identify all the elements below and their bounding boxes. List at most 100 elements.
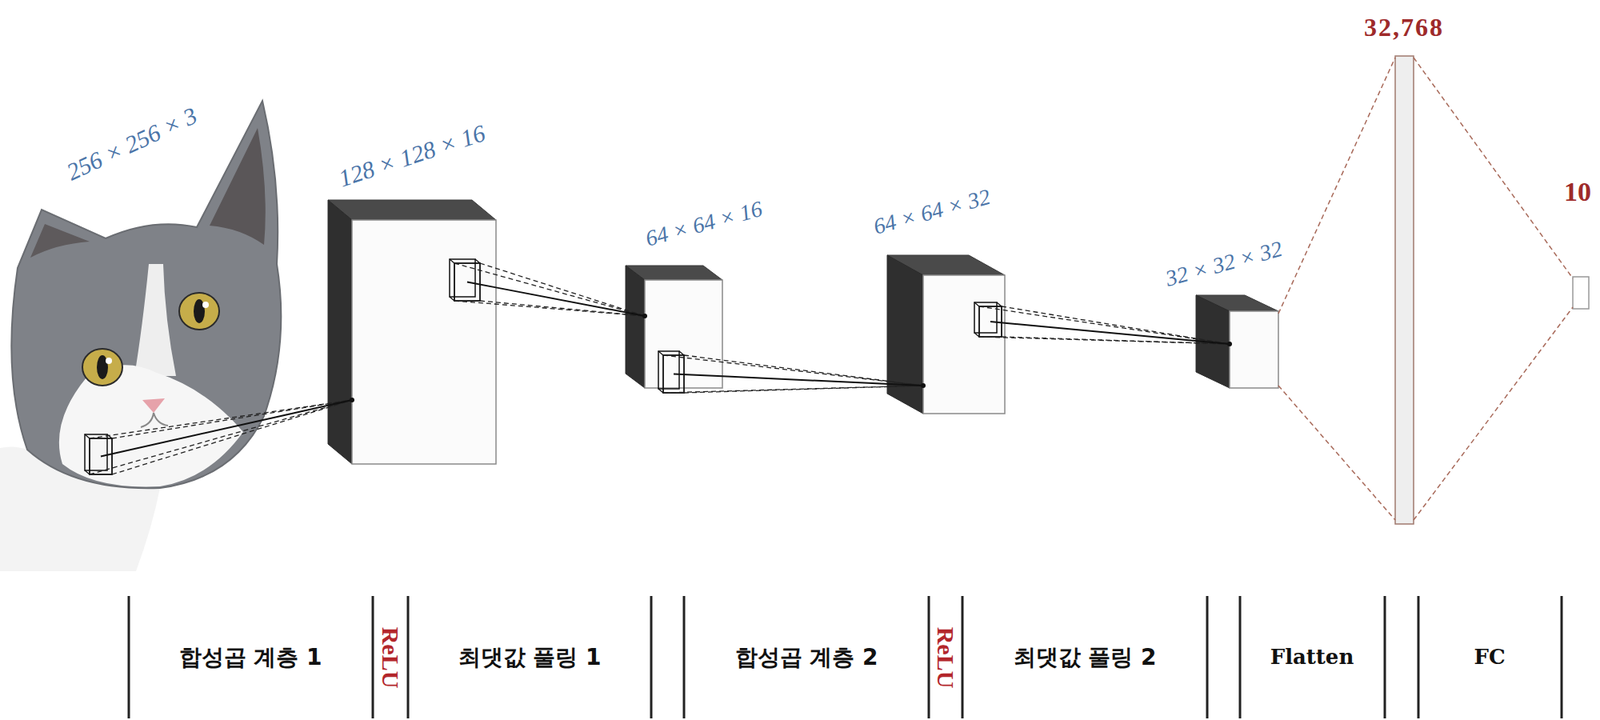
projection-connector — [1413, 57, 1573, 279]
projection-ray — [112, 400, 352, 475]
projection-point — [349, 397, 355, 403]
projection-ray — [89, 400, 352, 475]
projection-ray — [663, 385, 924, 393]
activation-label: ReLU — [932, 627, 960, 689]
activation-label: ReLU — [376, 627, 405, 689]
divider — [1239, 596, 1242, 719]
projection-ray — [684, 355, 924, 386]
cat-ear-inner — [209, 128, 266, 245]
dimension-label: 32 × 32 × 32 — [1162, 236, 1285, 292]
projection-group — [449, 259, 648, 319]
dimension-label: 64 × 64 × 16 — [642, 196, 765, 252]
cube-side-face — [328, 200, 352, 464]
projection-group — [84, 397, 355, 475]
projection-ray — [454, 263, 645, 316]
cube-front-face — [923, 275, 1005, 414]
fan-line — [1413, 307, 1573, 520]
kernel-window-edge — [449, 259, 480, 301]
projection-ray — [89, 400, 352, 439]
projection-group — [1413, 57, 1573, 520]
feature-map-block: 32 × 32 × 32 — [1229, 311, 1279, 388]
cat-blaze — [134, 264, 176, 376]
cat-nose — [142, 398, 165, 413]
divider — [928, 596, 931, 719]
divider — [407, 596, 410, 719]
projection-connector — [496, 287, 645, 316]
divider — [1206, 596, 1209, 719]
projection-center — [990, 321, 1005, 324]
cat-ear-inner — [30, 224, 90, 258]
projection-point — [642, 313, 648, 319]
feature-map-block: 128 × 128 × 16 — [352, 220, 496, 464]
projection-ray — [1001, 306, 1230, 344]
box-shape — [1572, 276, 1589, 309]
dimension-label: 128 × 128 × 16 — [335, 119, 489, 193]
projection-group — [1278, 57, 1396, 520]
cat-eye — [179, 292, 220, 330]
flatten-vector: 32,768 — [1395, 56, 1414, 524]
projection-ray — [480, 263, 645, 316]
divider — [128, 596, 131, 719]
cube-side-face — [625, 265, 645, 388]
kernel-window-back — [658, 351, 680, 389]
projection-ray — [480, 300, 645, 316]
projection-connector — [1004, 323, 1230, 344]
divider — [1560, 596, 1564, 719]
section-dividers — [128, 596, 1562, 719]
cube-shape — [352, 220, 496, 464]
layer-label: FC — [1473, 645, 1505, 670]
cat-eye-glint — [105, 357, 112, 364]
divider — [1417, 596, 1420, 719]
projection-center — [467, 282, 496, 288]
projection-ray — [979, 306, 1230, 344]
divider — [1384, 596, 1387, 719]
projection-ray — [684, 385, 924, 393]
projection-connector — [288, 400, 352, 415]
kernel-window-back — [84, 434, 108, 471]
cat-eye-glint — [202, 301, 209, 308]
dimension-label: 10 — [1564, 176, 1592, 208]
layer-label: 합성곱 계층 1 — [179, 644, 323, 671]
cube-top-face — [328, 200, 496, 220]
divider — [961, 596, 964, 719]
output-box — [1572, 276, 1589, 309]
cube-shape — [923, 275, 1005, 414]
divider — [372, 596, 375, 719]
projection-center — [100, 414, 288, 457]
projection-ray — [454, 300, 645, 316]
cat-mouth — [140, 412, 168, 428]
cube-side-face — [887, 255, 924, 414]
cat-muzzle — [59, 364, 244, 487]
divider — [650, 596, 653, 719]
projection-point — [920, 383, 926, 388]
output-vector: 10 — [1572, 276, 1589, 309]
projection-ray — [112, 400, 352, 439]
cube-front-face — [1229, 311, 1279, 388]
projection-point — [1227, 341, 1232, 347]
layer-label: Flatten — [1270, 645, 1355, 670]
flatten-bar — [1395, 56, 1414, 524]
layer-label: 최댓값 풀링 2 — [1013, 644, 1157, 671]
projection-connector — [1278, 57, 1396, 314]
kernel-window-back — [449, 259, 476, 297]
input-image: 256 × 256 × 3 — [0, 192, 288, 568]
projection-connector — [722, 376, 924, 386]
projection-center — [673, 374, 723, 377]
dimension-label: 32,768 — [1364, 12, 1444, 43]
projection-ray — [663, 355, 924, 386]
dimension-label: 256 × 256 × 3 — [62, 101, 202, 186]
projection-group — [974, 302, 1232, 347]
divider — [683, 596, 686, 719]
layer-label: 합성곱 계층 2 — [735, 644, 879, 671]
feature-map-block: 64 × 64 × 32 — [923, 275, 1005, 414]
layer-label: 최댓값 풀링 1 — [458, 644, 602, 671]
cube-shape — [1229, 311, 1279, 388]
dimension-label: 64 × 64 × 32 — [870, 184, 993, 240]
cat-eye — [82, 348, 123, 386]
projection-group — [658, 351, 926, 393]
fan-line — [1278, 385, 1396, 520]
cube-front-face — [352, 220, 496, 464]
bar-shape — [1395, 56, 1414, 524]
